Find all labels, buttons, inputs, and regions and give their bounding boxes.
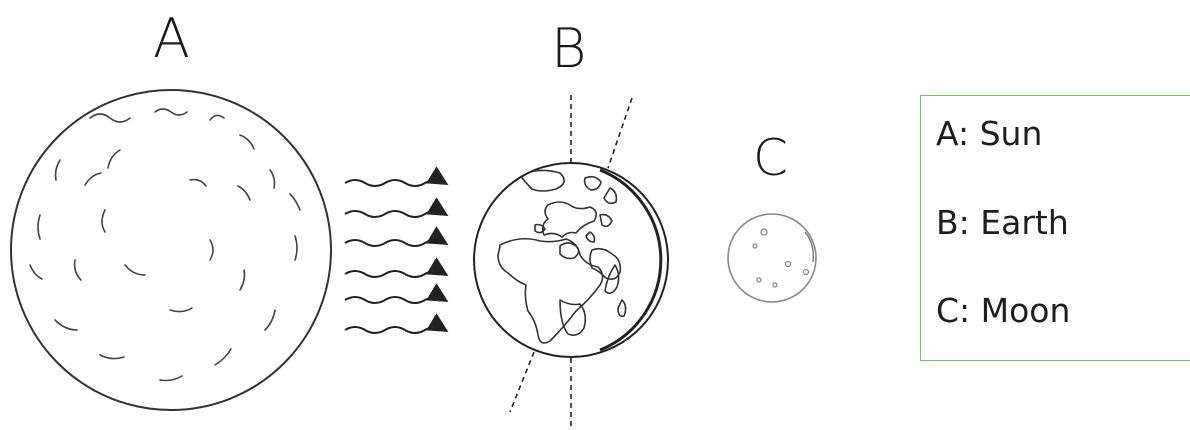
light-ray	[344, 283, 449, 304]
moon-crater	[752, 243, 758, 249]
legend-entry-sun: A: Sun	[936, 114, 1043, 153]
legend-entry-moon: C: Moon	[936, 291, 1071, 330]
light-rays	[344, 166, 449, 334]
moon-crater	[772, 282, 778, 288]
moon-illustration	[727, 213, 817, 303]
light-ray	[344, 313, 449, 334]
legend-box: A: Sun B: Earth C: Moon	[920, 95, 1190, 361]
light-ray	[344, 166, 449, 187]
tilted-axis-line	[509, 351, 535, 413]
earth-letter-label: B	[551, 17, 587, 80]
light-ray	[344, 226, 449, 247]
moon-crater	[756, 277, 762, 283]
earth-axes	[509, 95, 633, 428]
sun-letter-label: A	[153, 7, 190, 70]
moon-crater	[784, 260, 792, 268]
moon-crater	[760, 228, 768, 236]
moon-letter-label: C	[753, 129, 788, 187]
tilted-axis-line	[607, 97, 633, 169]
sun-illustration	[10, 89, 332, 411]
light-ray	[344, 257, 449, 278]
moon-crater	[802, 268, 810, 276]
light-ray	[344, 197, 449, 218]
earth-illustration	[473, 162, 669, 358]
legend-entry-earth: B: Earth	[936, 203, 1069, 242]
